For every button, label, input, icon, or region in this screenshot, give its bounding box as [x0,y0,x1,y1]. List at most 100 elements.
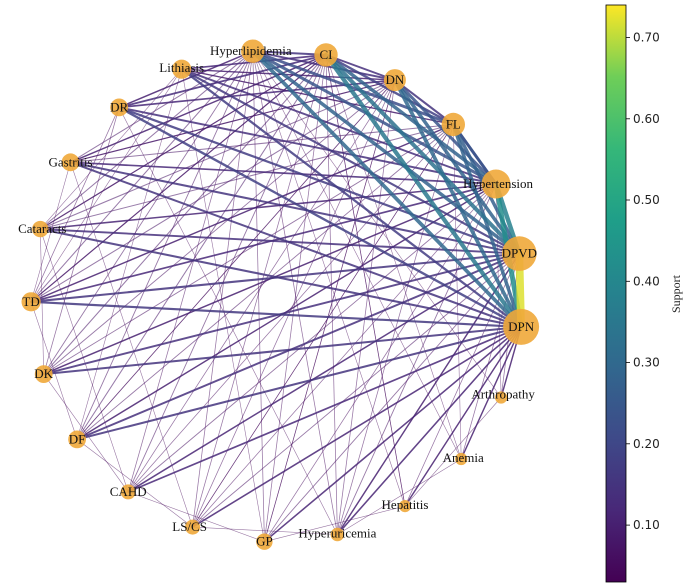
colorbar-tick-label: 0.30 [633,356,660,370]
node-label-Cataracts: Cataracts [18,221,66,236]
node-Anemia [455,452,468,466]
node-label-Hepatitis: Hepatitis [382,497,429,512]
edge-LS/CS-FL [192,124,454,528]
edge-DR-TD [30,107,120,303]
edge-Cataracts-CAHD [39,228,129,493]
node-label-DN: DN [386,72,405,87]
edge-TD-CI [30,54,327,303]
edge-Cataracts-DN [39,79,396,230]
node-label-DF: DF [69,431,86,446]
node-label-FL: FL [446,117,461,132]
edge-DF-DN [76,79,396,440]
edge-DK-DN [43,79,396,375]
edge-Gastritis-DN [69,79,396,163]
node-label-Gastritis: Gastritis [48,154,92,169]
edge-Hyperlipidemia-Anemia [252,50,462,460]
node-label-GP: GP [256,534,273,549]
edge-Hyperuricemia-DPN [336,326,522,536]
edge-DR-DPN [117,106,523,329]
node-Cataracts [32,220,49,238]
node-Lithiasis [172,59,192,79]
edge-LS/CS-DPN [191,326,522,528]
edge-Gastritis-FL [69,123,454,163]
edge-DN-FL [393,79,455,126]
node-Arthropathy [495,391,508,404]
edge-DR-Hyperlipidemia [118,50,254,109]
edge-LS/CS-Hyperlipidemia [192,50,254,528]
edge-DF-LS/CS [76,439,193,528]
node-label-DK: DK [34,366,53,381]
edge-GP-DPN [263,326,522,543]
edge-Lithiasis-Cataracts [39,68,182,230]
edge-Hyperuricemia-Hypertension [336,183,497,535]
edge-CI-DPN [323,52,524,330]
edge-Hepatitis-DPN [404,326,522,507]
edge-TD-FL [30,123,455,303]
edge-Hyperlipidemia-CI [251,50,328,56]
colorbar-tick-label: 0.20 [633,437,660,451]
node-DN [383,69,406,92]
nodes-layer [21,39,540,550]
edge-CAHD-Hypertension [127,183,497,493]
edge-Hyperuricemia-CI [325,54,338,535]
node-DF [68,430,86,449]
edge-Anemia-DPN [460,326,522,460]
node-TD [21,292,41,312]
node-Hyperlipidemia [241,39,265,63]
edge-Hyperlipidemia-DPVD [251,49,522,256]
edge-Gastritis-DPN [69,161,523,328]
colorbar: 0.100.200.300.400.500.600.70 Support [605,4,683,583]
edge-Hepatitis-Hyperlipidemia [252,50,406,507]
colorbar-tick-label: 0.50 [633,193,660,207]
edge-DR-DK [43,107,120,375]
edges-layer [30,49,525,543]
edge-DN-DPN [393,78,523,329]
node-Hepatitis [398,500,412,513]
node-CI [314,43,338,67]
node-label-Anemia: Anemia [443,450,484,465]
edge-Gastritis-Hyperlipidemia [69,50,254,163]
edge-LS/CS-CI [192,54,327,528]
edge-TD-DPN [30,300,523,328]
edge-Hyperuricemia-Hyperlipidemia [252,50,338,535]
edge-GP-CI [264,54,327,543]
edge-LS/CS-Hypertension [192,183,497,528]
edge-Lithiasis-DPN [180,68,523,329]
node-FL [441,112,465,137]
edge-DF-CI [76,54,327,440]
node-label-CAHD: CAHD [110,484,147,499]
edge-Lithiasis-Hypertension [180,68,497,185]
edge-DK-FL [43,124,454,375]
edge-CI-Hypertension [324,53,498,186]
edge-Lithiasis-DPVD [180,68,521,255]
node-label-DR: DR [110,99,128,114]
edge-TD-Hypertension [30,183,497,303]
labels-layer: CIDNFLHypertensionDPVDDPNArthropathyAnem… [18,43,537,549]
colorbar-tick-label: 0.40 [633,274,660,288]
node-Gastritis [61,153,80,172]
node-Hypertension [481,169,511,199]
node-label-Lithiasis: Lithiasis [159,60,204,75]
edge-Hyperuricemia-Anemia [337,458,462,535]
colorbar-tick-label: 0.10 [633,518,660,532]
edge-CAHD-DN [127,79,396,493]
edge-Hyperuricemia-DN [337,79,396,535]
colorbar-label: Support [669,274,683,313]
colorbar-tick-label: 0.70 [633,31,660,45]
node-label-Hyperlipidemia: Hyperlipidemia [210,43,292,58]
node-LS-CS [185,519,201,535]
node-label-DPN: DPN [508,319,535,334]
edge-Hyperlipidemia-FL [251,49,455,126]
edge-FL-DPN [451,122,523,329]
node-label-LS-CS: LS/CS [172,519,207,534]
edge-Gastritis-DPVD [69,161,521,255]
edge-LS/CS-DPVD [192,253,520,528]
edge-Cataracts-DPVD [39,228,521,255]
edge-CI-DN [325,53,396,82]
node-label-DPVD: DPVD [502,246,537,261]
edge-Hyperuricemia-DPVD [336,252,521,536]
node-DR [110,98,128,117]
node-label-Hyperuricemia: Hyperuricemia [298,526,376,541]
edge-GP-Hyperlipidemia [252,50,265,543]
